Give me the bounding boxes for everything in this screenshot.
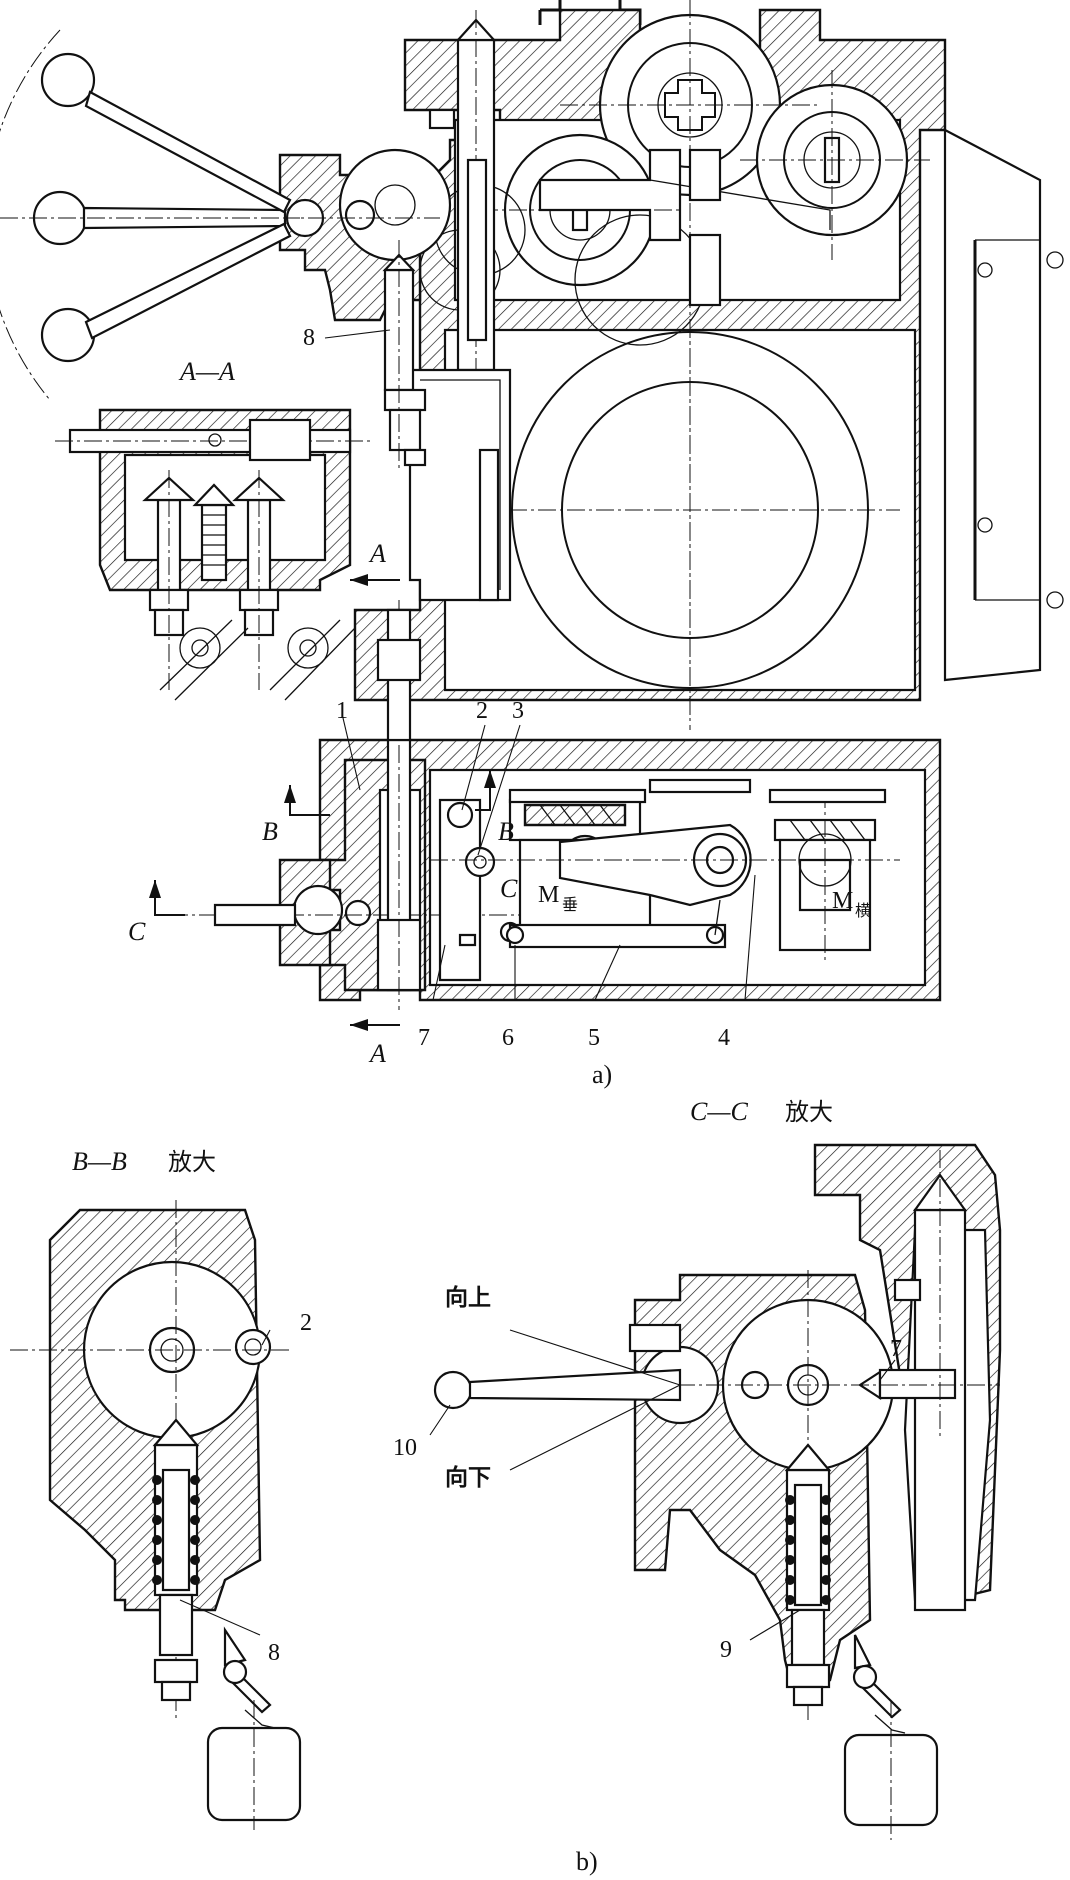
- leader-lines: [179, 329, 896, 1641]
- section-labels: A—A A A B B C C B—B 放大 C—C 放大: [72, 357, 833, 1176]
- cc-part-number-7: 7: [890, 1336, 902, 1362]
- caption-b: b): [576, 1847, 598, 1876]
- part-number-2: 2: [476, 698, 488, 724]
- section-mark-c-right: C: [500, 874, 518, 903]
- part-number-10: 10: [393, 1435, 417, 1461]
- direction-labels: 向上 向下: [445, 1284, 491, 1491]
- view-a-upper-gearbox: [0, 0, 1064, 730]
- section-mark-b-left: B: [262, 817, 278, 846]
- section-mark-a-bottom: A: [368, 1039, 386, 1068]
- direction-up-label: 向上: [445, 1284, 491, 1311]
- section-markers: [149, 574, 496, 1031]
- part-number-6: 6: [502, 1025, 514, 1051]
- part-number-4: 4: [718, 1025, 730, 1051]
- section-b-b: [10, 1200, 302, 1830]
- section-a-a-title: A—A: [178, 357, 235, 386]
- view-a-lower-gearbox: [170, 600, 942, 1010]
- bb-part-number-2: 2: [300, 1310, 312, 1336]
- caption-a: a): [592, 1060, 612, 1089]
- part-number-9: 9: [720, 1637, 732, 1663]
- part-labels: 8 1 2 3 7 6 5 4 2 8 7 9 10: [268, 325, 902, 1666]
- direction-down-label: 向下: [445, 1464, 491, 1491]
- spring-coils-cc: [785, 1495, 831, 1605]
- part-number-5: 5: [588, 1025, 600, 1051]
- section-b-b-suffix: 放大: [168, 1148, 216, 1176]
- part-number-3: 3: [512, 698, 524, 724]
- part-number-1: 1: [336, 698, 348, 724]
- spring-coils-bb: [152, 1475, 200, 1585]
- motor-labels: M 垂 M 横: [538, 882, 871, 920]
- figure-captions: a) b): [576, 1060, 612, 1876]
- bb-part-number-8: 8: [268, 1640, 280, 1666]
- section-b-b-title: B—B: [72, 1147, 127, 1176]
- section-mark-c-left: C: [128, 917, 146, 946]
- motor-horizontal-subscript: 横: [855, 901, 871, 920]
- motor-vertical-subscript: 垂: [562, 895, 578, 914]
- section-mark-b-right: B: [498, 817, 514, 846]
- motor-vertical-letter: M: [538, 882, 559, 908]
- section-c-c-title: C—C: [690, 1097, 748, 1126]
- section-c-c-suffix: 放大: [785, 1098, 833, 1126]
- section-c-c: [433, 1143, 1002, 1840]
- part-number-8: 8: [303, 325, 315, 351]
- section-a-a: [55, 408, 370, 701]
- section-mark-a-top: A: [368, 539, 386, 568]
- motor-horizontal-letter: M: [832, 888, 853, 914]
- part-number-7: 7: [418, 1025, 430, 1051]
